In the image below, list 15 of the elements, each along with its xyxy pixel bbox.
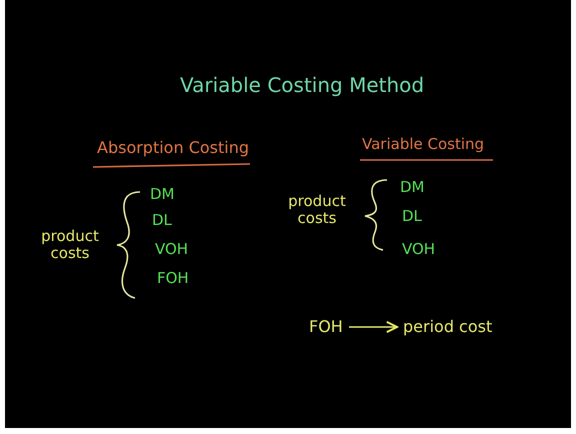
cost-item: DM	[150, 186, 174, 204]
cost-item: DM	[400, 179, 424, 196]
cost-term: period cost	[403, 318, 492, 336]
column-heading: Variable Costing	[362, 136, 484, 154]
arrow	[349, 320, 398, 334]
cost-term: FOH	[309, 318, 343, 336]
cost-item: FOH	[157, 270, 189, 288]
cost-item: DL	[152, 212, 172, 230]
cost-item: VOH	[155, 241, 188, 258]
group-label: product costs	[287, 193, 347, 228]
cost-item: DL	[402, 208, 422, 226]
group-label: product costs	[40, 228, 100, 262]
title: Variable Costing Method	[180, 74, 424, 97]
cost-item: VOH	[402, 241, 436, 258]
column-heading: Absorption Costing	[97, 139, 250, 158]
